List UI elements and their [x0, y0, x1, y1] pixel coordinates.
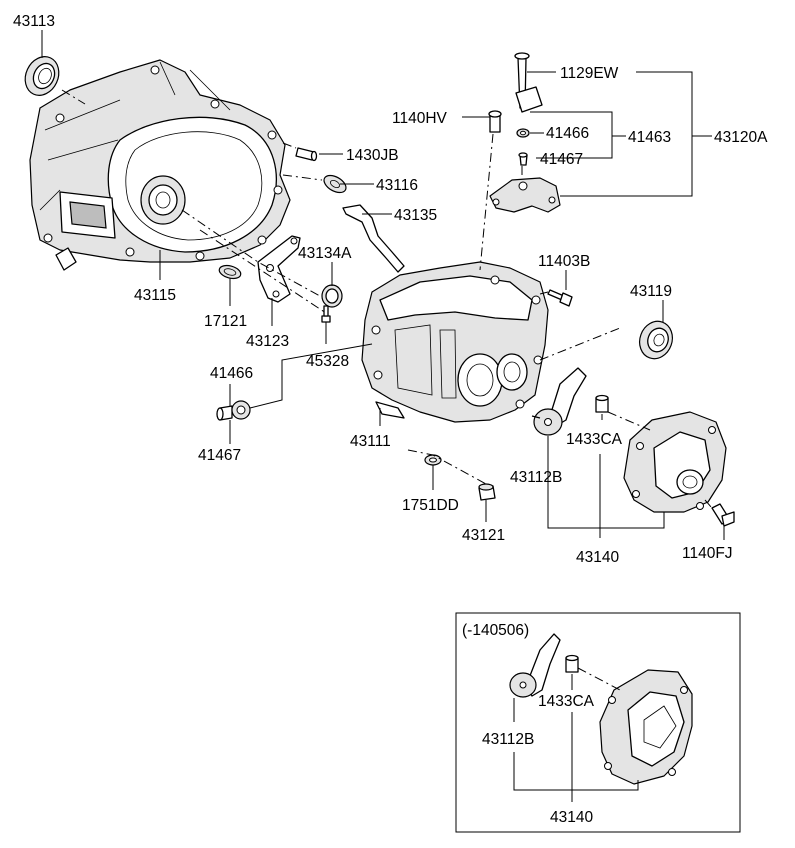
label-11403B: 11403B	[538, 253, 590, 270]
inset-plate-43112B	[509, 633, 561, 698]
ring-17121	[218, 264, 242, 280]
inset-label-43112B: 43112B	[482, 731, 534, 748]
leader-lines	[41, 30, 725, 540]
label-43113: 43113	[13, 13, 55, 30]
label-43123: 43123	[246, 333, 289, 350]
bushing-41466-41467-left	[216, 400, 251, 421]
label-1140HV: 1140HV	[392, 110, 448, 127]
label-1751DD: 1751DD	[402, 497, 459, 514]
bolt-11403B	[547, 289, 573, 307]
inset-note: (-140506)	[462, 622, 529, 639]
label-43120A: 43120A	[714, 129, 768, 146]
label-1430JB: 1430JB	[346, 147, 399, 164]
label-43134A: 43134A	[298, 245, 352, 262]
inset-label-1433CA: 1433CA	[538, 693, 595, 710]
label-1129EW: 1129EW	[560, 65, 619, 82]
label-41467-left: 41467	[198, 447, 241, 464]
label-41467-top: 41467	[540, 151, 583, 168]
label-43121: 43121	[462, 527, 505, 544]
bolt-1140HV	[488, 110, 502, 133]
label-41466-left: 41466	[210, 365, 253, 382]
label-45328: 45328	[306, 353, 349, 370]
label-43140: 43140	[576, 549, 619, 566]
bolt-45328	[321, 305, 331, 323]
label-17121: 17121	[204, 313, 247, 330]
inset-label-43140: 43140	[550, 809, 593, 826]
seal-43134A	[321, 284, 343, 308]
plate-43112B	[531, 367, 587, 436]
label-1140FJ: 1140FJ	[682, 545, 733, 562]
inset-cover-43140	[599, 669, 693, 785]
label-43112B: 43112B	[510, 469, 562, 486]
pin-1433CA	[595, 394, 609, 413]
oil-seal-43113	[24, 56, 60, 96]
bolt-1140FJ	[711, 503, 735, 527]
label-41466-top: 41466	[546, 125, 589, 142]
pin-1430JB	[295, 147, 318, 162]
label-1433CA: 1433CA	[566, 431, 623, 448]
label-43119: 43119	[630, 283, 672, 300]
label-43135: 43135	[394, 207, 437, 224]
transaxle-case-43111	[361, 261, 549, 423]
part-labels: 43113 1129EW 1140HV 41466 41463 43120A 4…	[13, 13, 768, 826]
washer-1751DD	[424, 454, 442, 466]
clutch-housing-43115	[29, 59, 291, 271]
centerlines	[61, 89, 713, 509]
label-41463: 41463	[628, 129, 671, 146]
oil-seal-43119	[639, 320, 673, 360]
label-43115: 43115	[134, 287, 176, 304]
bracket-43123	[257, 235, 301, 303]
inset-pin-1433CA	[565, 654, 579, 673]
label-43111: 43111	[350, 433, 391, 450]
cover-43140	[623, 411, 727, 513]
inset-panel	[455, 612, 741, 833]
plate-43116	[323, 174, 347, 194]
bracket-43135	[342, 204, 405, 273]
bracket-assembly-43120A	[489, 52, 561, 213]
plug-43121	[478, 483, 496, 501]
label-43116: 43116	[376, 177, 418, 194]
